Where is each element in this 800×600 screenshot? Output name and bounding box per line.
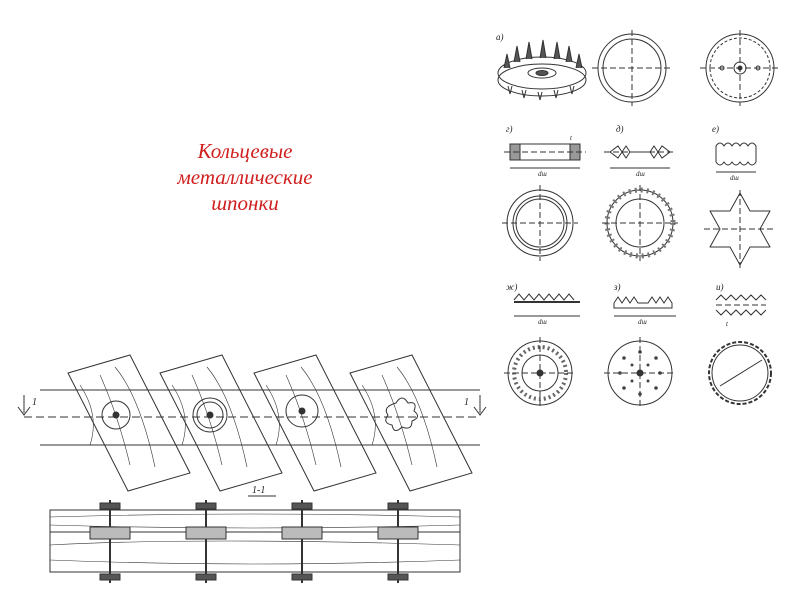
- fig-label-zh: ж): [506, 282, 517, 292]
- toothed-plate-drawing: [497, 39, 587, 101]
- section-label: 1-1: [252, 485, 265, 496]
- plate-section-z: dш: [613, 296, 676, 326]
- inclined-board-2: [159, 354, 283, 492]
- inclined-board-1: [67, 354, 191, 492]
- dim-label-e: dш: [730, 174, 740, 182]
- inclined-board-3: [253, 354, 377, 492]
- slide-title: Кольцевые металлические шпонки: [150, 138, 340, 216]
- bolt-4: [377, 500, 419, 583]
- dim-label-d: dш: [636, 170, 646, 178]
- ring-plan-g: [502, 185, 578, 261]
- ring-plan-i: [708, 341, 772, 405]
- ring-section-zh: dш: [513, 293, 580, 326]
- title-line-3: шпонки: [211, 191, 279, 215]
- t-label-g: t: [570, 134, 573, 142]
- joint-assembly-drawing: 1 1: [17, 354, 487, 583]
- bolt-1: [89, 500, 131, 583]
- dim-label-z: dш: [638, 318, 648, 326]
- ring-plan-d: [602, 185, 678, 261]
- ring-plan-circle: [592, 30, 672, 106]
- bolt-2: [185, 500, 227, 583]
- ring-section-e: dш: [715, 142, 757, 182]
- dim-label-zh: dш: [538, 318, 548, 326]
- ring-section-d: dш: [604, 145, 676, 178]
- fig-label-i: и): [716, 282, 724, 292]
- dim-label-g: dш: [538, 170, 548, 178]
- section-view: [49, 500, 461, 583]
- fig-label-e: е): [712, 124, 719, 134]
- plate-plan-circle: [700, 30, 780, 106]
- ring-section-i: t: [715, 294, 767, 328]
- cut-label-left: 1: [32, 397, 37, 408]
- fig-label-a: а): [496, 32, 504, 42]
- inclined-board-4: [349, 354, 473, 492]
- fig-label-d: д): [616, 124, 624, 134]
- bolt-3: [281, 500, 323, 583]
- cut-label-right: 1: [464, 397, 469, 408]
- ring-connector-drawings: а): [496, 30, 780, 409]
- star-plan-e: [704, 190, 776, 268]
- t-label-i: t: [726, 320, 729, 328]
- plate-plan-zh: [504, 337, 576, 409]
- title-line-2: металлические: [177, 165, 313, 189]
- fig-label-z: з): [613, 282, 621, 292]
- fig-label-g: г): [506, 124, 513, 134]
- ring-section-g: dш t: [504, 134, 586, 178]
- title-line-1: Кольцевые: [197, 139, 293, 163]
- plate-plan-z: [604, 337, 676, 409]
